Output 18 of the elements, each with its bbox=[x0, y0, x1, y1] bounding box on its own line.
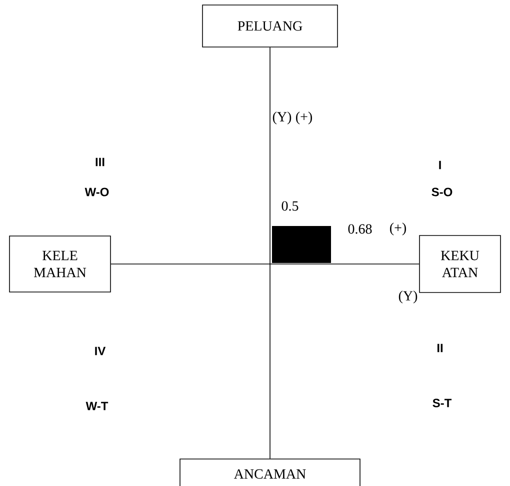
label-box: PELUANG bbox=[202, 4, 338, 48]
axis-label: 0.68 bbox=[348, 224, 372, 234]
axis-label: S-T bbox=[432, 398, 452, 408]
axis-label: III bbox=[96, 158, 104, 166]
axis-label: (Y) bbox=[272, 112, 292, 124]
axis-label: IV bbox=[95, 346, 106, 356]
axis-label: I bbox=[439, 160, 441, 170]
label-box: ANCAMAN bbox=[180, 458, 360, 486]
axis-label: (Y) bbox=[398, 290, 418, 304]
label-box: KEKU ATAN bbox=[419, 235, 501, 293]
axis-label: W-T bbox=[86, 402, 108, 410]
axis-label: (+) bbox=[390, 222, 406, 236]
axis-label: II bbox=[437, 344, 443, 352]
label-box: KELE MAHAN bbox=[9, 236, 111, 292]
axis-label: (+) bbox=[296, 112, 312, 124]
axis-label: 0.5 bbox=[282, 201, 298, 211]
axis-label: S-O bbox=[432, 188, 452, 196]
axis-label: W-O bbox=[84, 188, 109, 196]
